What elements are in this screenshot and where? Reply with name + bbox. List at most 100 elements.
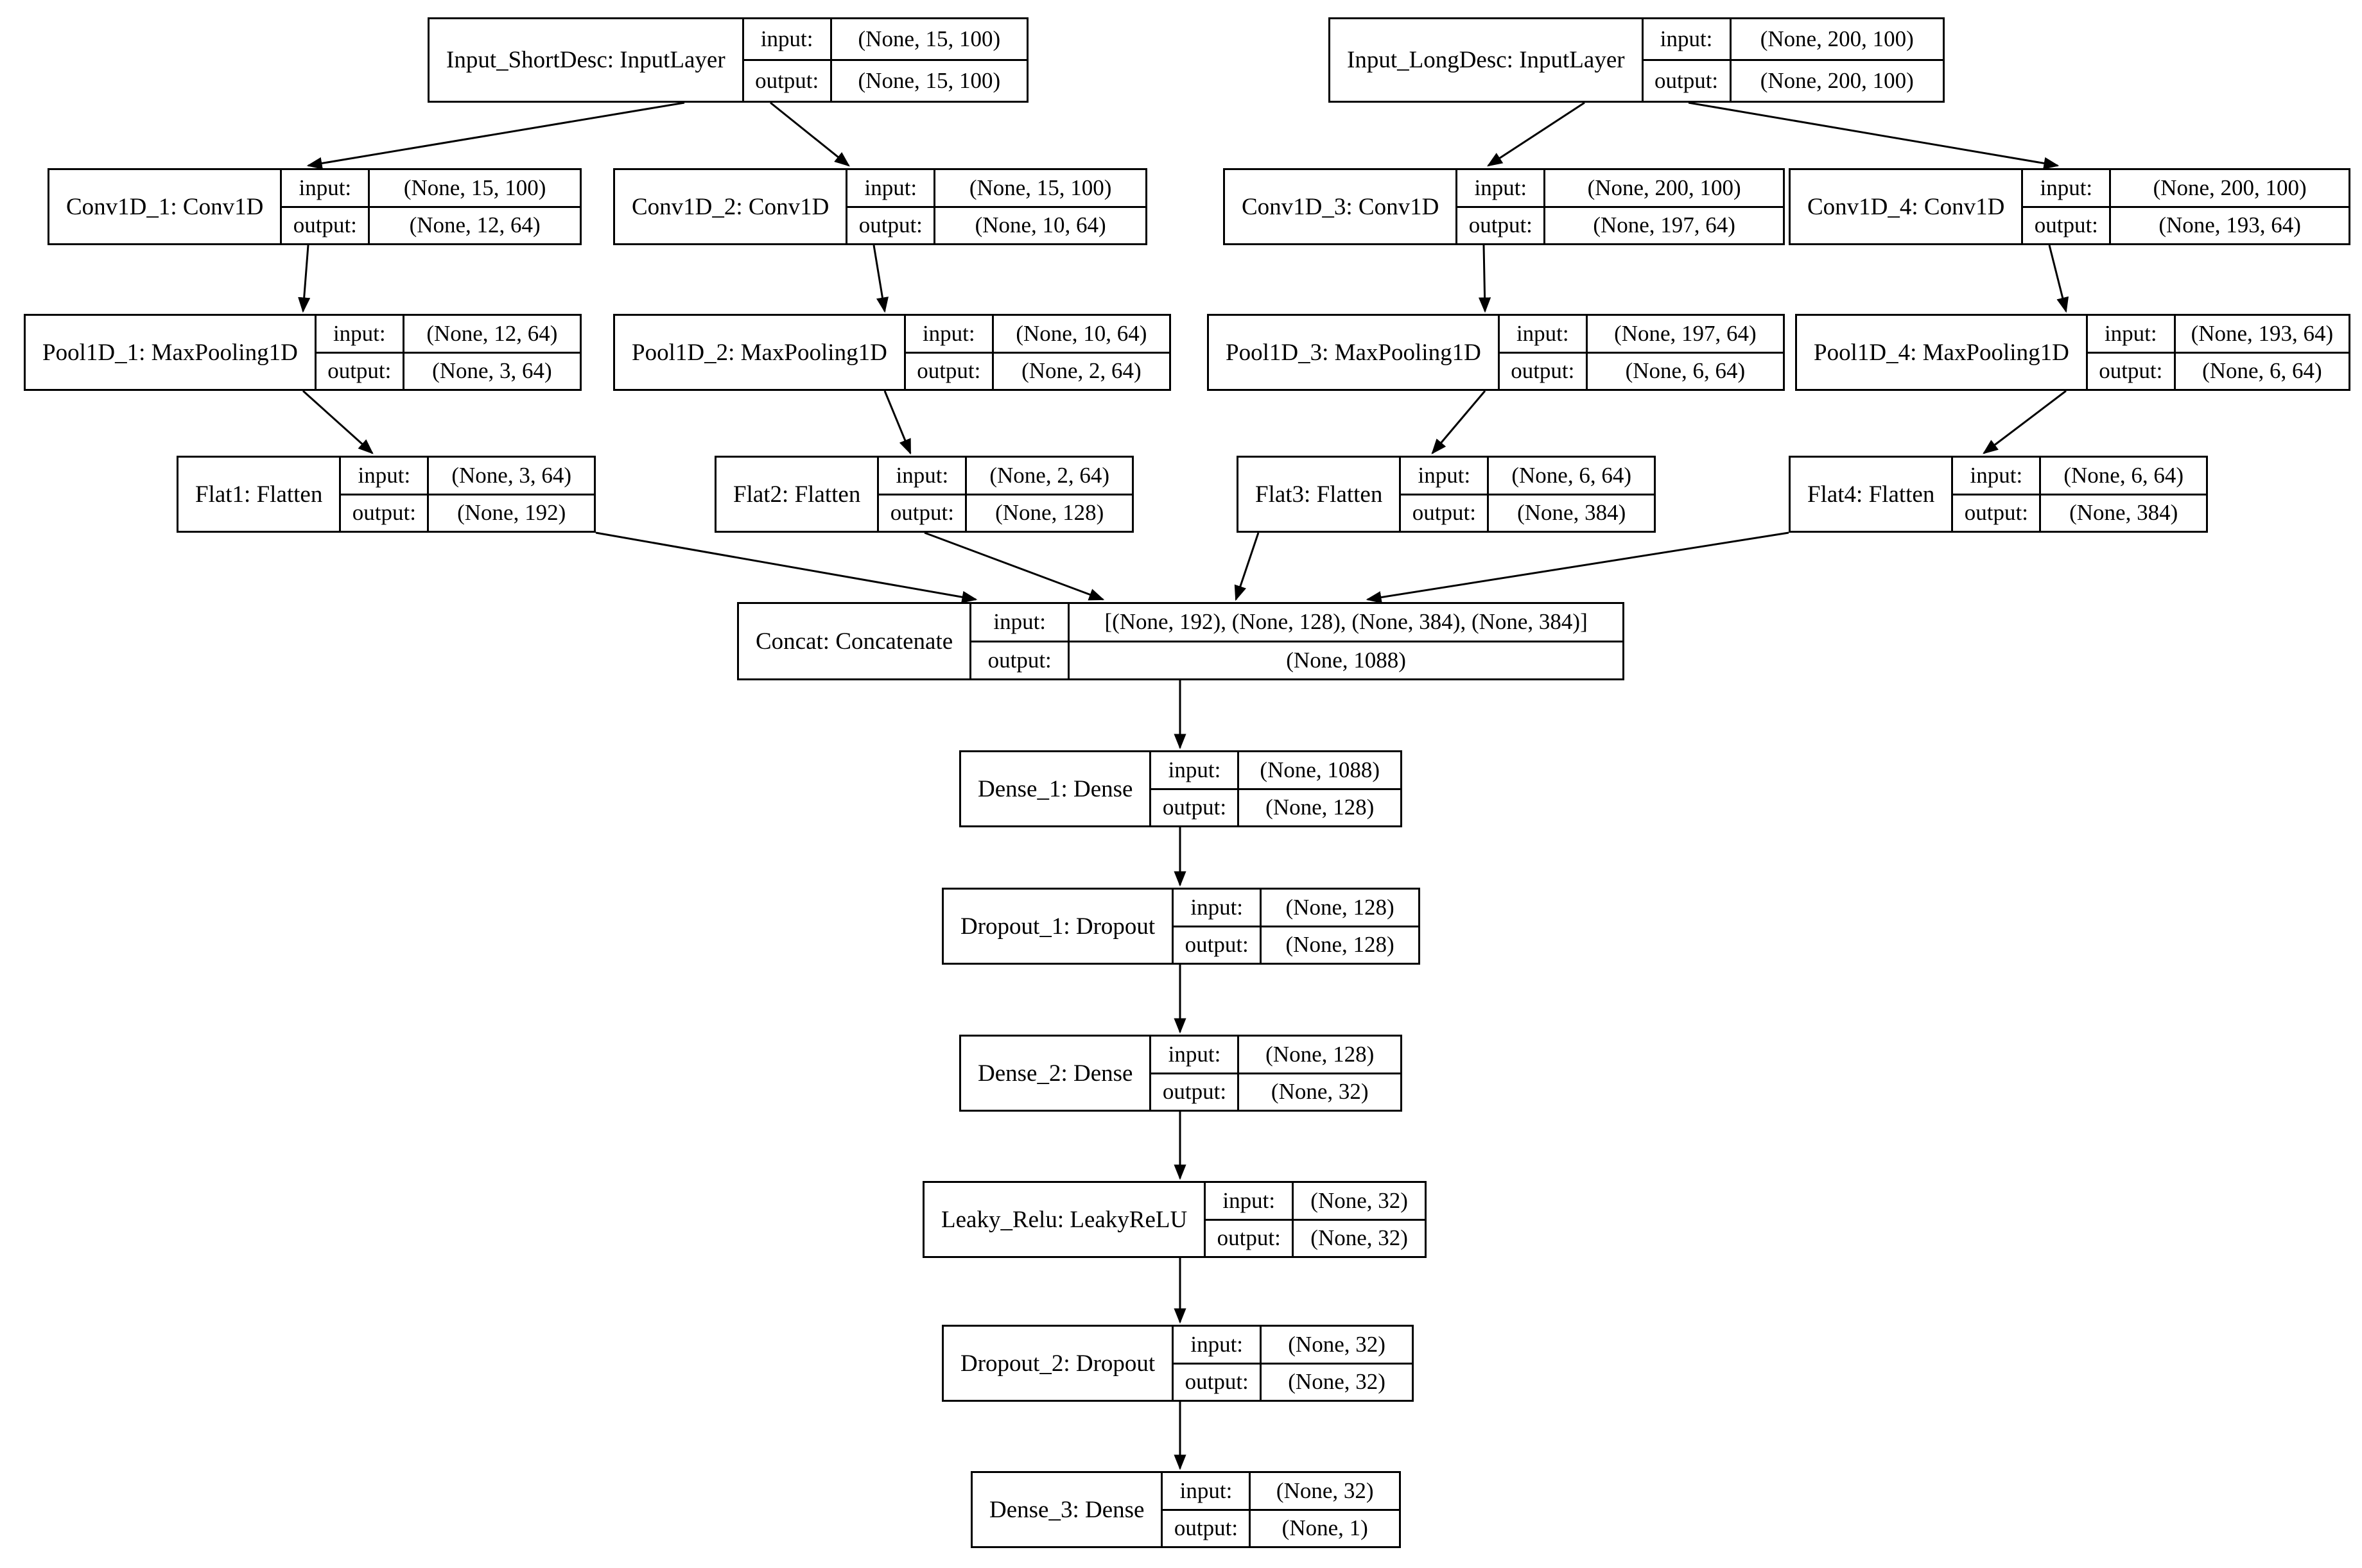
input-shape: (None, 32) (1310, 1187, 1408, 1213)
output-label: output: (879, 495, 968, 531)
node-io-table: input:(None, 12, 64)output:(None, 3, 64) (314, 316, 580, 389)
node-io-table: input:(None, 128)output:(None, 32) (1149, 1037, 1400, 1110)
node-io-table: input:(None, 6, 64)output:(None, 384) (1951, 458, 2206, 531)
node-title: Flat2: Flatten (733, 481, 861, 508)
graph-node[interactable]: Flat2: Flatten input:(None, 2, 64)output:… (715, 456, 1134, 533)
node-output-row: output: (None, 15, 100) (744, 61, 1027, 101)
graph-edge (924, 531, 1105, 601)
node-output-row: output:(None, 12, 64) (282, 207, 580, 243)
node-output-row: output:(None, 32) (1151, 1074, 1400, 1110)
node-io-table: input:(None, 200, 100)output:(None, 200,… (1641, 19, 1943, 101)
input-label: input: (1644, 19, 1732, 59)
node-input-row: input:(None, 2, 64) (879, 458, 1132, 495)
graph-node[interactable]: Conv1D_2: Conv1D input:(None, 15, 100)out… (613, 168, 1147, 245)
output-shape: (None, 192) (457, 500, 566, 526)
node-output-row: output:(None, 1088) (971, 642, 1622, 678)
output-label: output: (2088, 353, 2176, 389)
input-shape: [(None, 192), (None, 128), (None, 384), … (1104, 609, 1588, 635)
graph-node[interactable]: Pool1D_1: MaxPooling1D input:(None, 12, 6… (24, 314, 582, 391)
node-title: Concat: Concatenate (756, 628, 953, 655)
output-shape: (None, 128) (995, 500, 1104, 526)
node-title: Conv1D_4: Conv1D (1807, 193, 2005, 220)
output-label: output: (1174, 927, 1262, 963)
node-input-row: input:(None, 197, 64) (1499, 316, 1783, 354)
node-io-table: input:(None, 10, 64)output:(None, 2, 64) (903, 316, 1169, 389)
output-shape: (None, 12, 64) (409, 212, 541, 238)
node-io-table: input: (None, 32) output: (None, 32) (1204, 1183, 1425, 1256)
input-shape: (None, 32) (1276, 1478, 1374, 1503)
input-label: input: (1163, 1473, 1251, 1509)
output-label: output: (1163, 1510, 1251, 1546)
node-output-row: output: (None, 384) (1401, 495, 1654, 531)
input-shape: (None, 193, 64) (2191, 320, 2334, 346)
input-label: input: (1174, 1327, 1262, 1363)
node-io-table: input:(None, 32)output:(None, 32) (1172, 1327, 1412, 1400)
node-output-row: output:(None, 6, 64) (1500, 353, 1783, 389)
graph-node[interactable]: Dropout_2: Dropout input:(None, 32)output… (942, 1325, 1414, 1402)
output-shape: (None, 128) (1265, 795, 1375, 820)
output-label: output: (1206, 1220, 1294, 1256)
output-shape: (None, 2, 64) (1021, 358, 1142, 384)
node-io-table: input:(None, 128)output:(None, 128) (1172, 890, 1418, 963)
output-label: output: (317, 353, 404, 389)
input-shape: (None, 12, 64) (426, 320, 558, 346)
output-label: output: (1401, 495, 1489, 531)
node-input-row: input:(None, 128) (1151, 1037, 1400, 1074)
input-shape: (None, 15, 100) (403, 175, 546, 200)
node-input-row: input:(None, 32) (1174, 1327, 1412, 1365)
node-title: Pool1D_1: MaxPooling1D (42, 339, 298, 366)
node-title: Dropout_2: Dropout (960, 1350, 1156, 1377)
output-shape: (None, 200, 100) (1760, 68, 1914, 93)
output-label: output: (2023, 207, 2112, 243)
node-title: Pool1D_3: MaxPooling1D (1226, 339, 1481, 366)
node-io-table: input:(None, 15, 100)output:(None, 10, 6… (846, 170, 1145, 243)
node-output-row: output:(None, 10, 64) (847, 207, 1145, 243)
node-io-table: input:(None, 200, 100)output:(None, 197,… (1455, 170, 1783, 243)
output-label: output: (744, 61, 832, 101)
graph-node[interactable]: Conv1D_4: Conv1D input:(None, 200, 100)ou… (1789, 168, 2350, 245)
node-input-row: input:(None, 12, 64) (316, 316, 580, 354)
graph-node[interactable]: Pool1D_3: MaxPooling1D input:(None, 197, … (1207, 314, 1785, 391)
node-output-row: output:(None, 193, 64) (2023, 207, 2349, 243)
input-label: input: (847, 170, 936, 206)
output-shape: (None, 32) (1310, 1225, 1408, 1251)
input-shape: (None, 15, 100) (858, 26, 1001, 51)
input-shape: (None, 128) (1265, 1041, 1375, 1067)
node-input-row: input:(None, 10, 64) (905, 316, 1169, 354)
input-label: input: (1206, 1183, 1294, 1219)
graph-edge (306, 101, 685, 169)
output-shape: (None, 10, 64) (975, 212, 1106, 238)
input-label: input: (1457, 170, 1546, 206)
input-shape: (None, 6, 64) (2063, 462, 2184, 488)
input-shape: (None, 1088) (1260, 757, 1380, 782)
node-input-row: input: (None, 32) (1163, 1473, 1399, 1511)
node-output-row: output:(None, 3, 64) (317, 353, 580, 389)
input-shape: (None, 200, 100) (1760, 26, 1914, 51)
output-shape: (None, 15, 100) (858, 68, 1001, 93)
input-shape: (None, 200, 100) (2153, 175, 2307, 200)
output-label: output: (1174, 1364, 1262, 1400)
input-label: input: (2088, 316, 2176, 352)
input-label: input: (879, 458, 968, 494)
node-input-row: input:(None, 200, 100) (2023, 170, 2349, 208)
graph-edge (1431, 390, 1486, 454)
node-input-row: input: (None, 200, 100) (1643, 19, 1943, 61)
output-shape: (None, 384) (1517, 500, 1626, 526)
node-title: Conv1D_2: Conv1D (632, 193, 829, 220)
